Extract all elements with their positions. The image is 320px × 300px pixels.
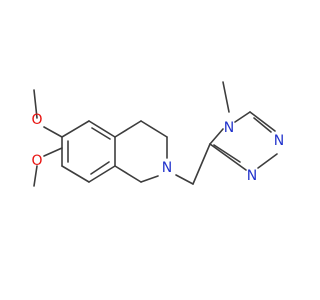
molecule-diagram: O O N N N N <box>31 81 284 187</box>
nitrogen-atom-triazole-right: N <box>274 133 284 149</box>
oxygen-atom-bottom: O <box>31 153 42 169</box>
molecule-structure: O O N N N N <box>31 81 284 187</box>
oxygen-atom-top: O <box>31 112 42 128</box>
nitrogen-atom-triazole-bottom: N <box>247 168 257 184</box>
bonds-piperidine-ring <box>114 120 168 183</box>
bonds-triazole-ring <box>209 81 278 171</box>
atom-labels: O O N N N N <box>31 112 284 184</box>
bonds-benzene-ring <box>61 120 116 183</box>
bonds-linker <box>175 143 211 185</box>
nitrogen-atom-ring: N <box>162 160 172 176</box>
bonds-methoxy <box>33 89 63 187</box>
nitrogen-atom-methyl: N <box>224 120 234 136</box>
